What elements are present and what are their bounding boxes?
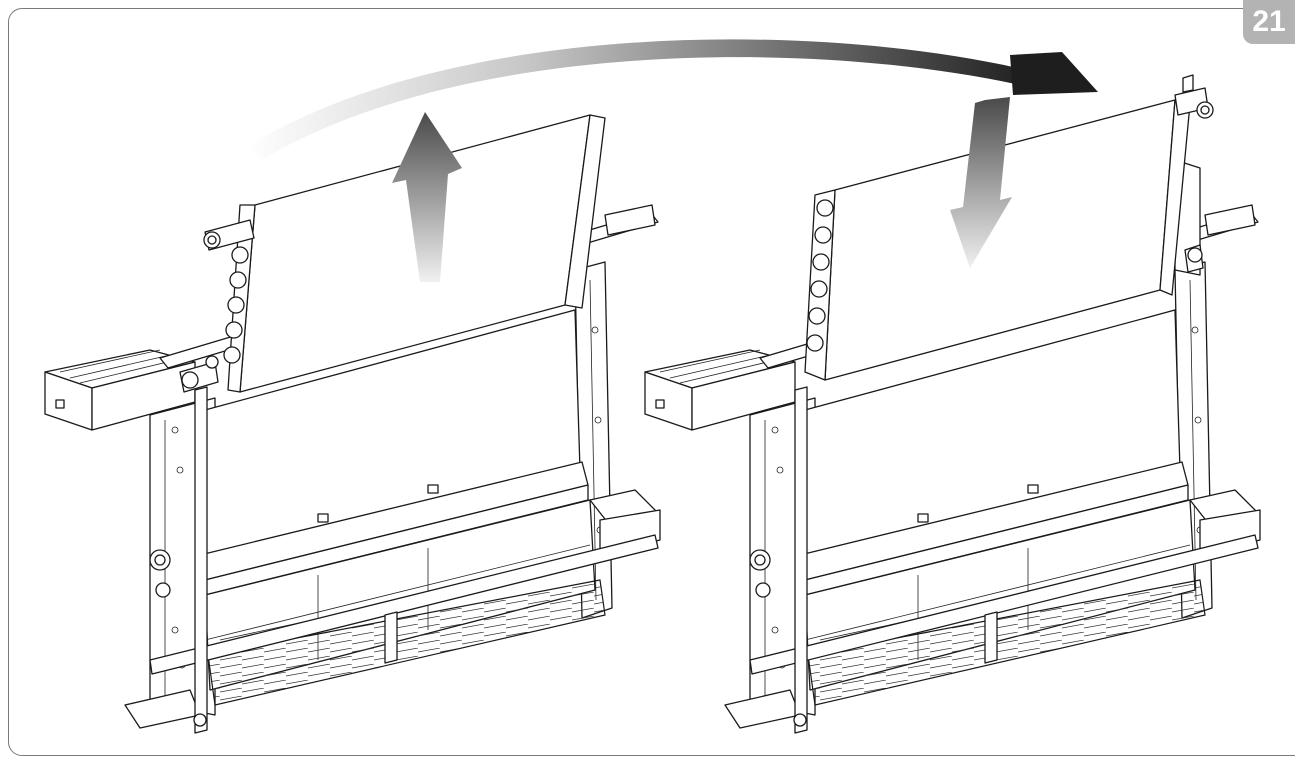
step-number-badge: 21: [1243, 0, 1295, 44]
coil-header-pipes: [179, 219, 255, 393]
unit-left-coil-raised: [44, 112, 661, 734]
coil-panel-lowering: [804, 74, 1214, 381]
arrow-down-icon: [950, 97, 1012, 268]
coil-header-pipes: [806, 199, 834, 352]
curved-arrow-icon: [245, 39, 1098, 160]
arrow-up-icon: [392, 112, 462, 282]
figure-frame: [8, 8, 1295, 756]
step-number: 21: [1252, 5, 1286, 38]
